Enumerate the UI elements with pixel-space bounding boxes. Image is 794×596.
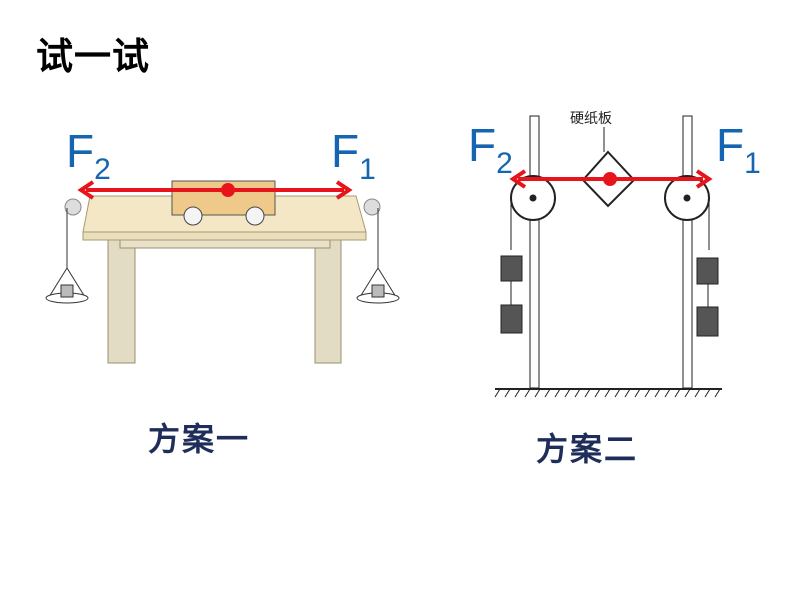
- post-left: [529, 115, 540, 389]
- scheme-one-caption: 方案一: [148, 420, 251, 458]
- table-leg-right: [314, 239, 342, 364]
- weight: [696, 257, 719, 285]
- table-leg-left: [107, 239, 136, 364]
- weight: [500, 304, 523, 334]
- pulley-right: [363, 198, 381, 216]
- force-subscript: 2: [496, 147, 513, 180]
- force-point: [221, 183, 235, 197]
- force-subscript: 1: [744, 147, 761, 180]
- force-label-f1: F1: [716, 122, 761, 187]
- scheme-two-caption: 方案二: [536, 430, 639, 468]
- force-symbol: F: [66, 125, 95, 177]
- weight: [500, 255, 523, 282]
- post-right: [682, 115, 693, 389]
- cart-wheel: [245, 206, 265, 226]
- force-symbol: F: [331, 125, 360, 177]
- pulley-left: [64, 198, 82, 216]
- force-arrow-head-right: [335, 180, 353, 200]
- force-point: [603, 172, 617, 186]
- weight: [696, 306, 719, 337]
- force-label-f2: F2: [66, 128, 111, 193]
- force-symbol: F: [468, 119, 497, 171]
- force-arrow-head-right: [695, 169, 713, 189]
- force-arrow-head-left: [77, 180, 95, 200]
- force-label-f1: F1: [331, 128, 376, 193]
- force-subscript: 1: [359, 153, 376, 186]
- cart-wheel: [183, 206, 203, 226]
- force-label-f2: F2: [468, 122, 513, 187]
- force-subscript: 2: [94, 153, 111, 186]
- slide-title: 试一试: [36, 35, 150, 78]
- force-arrow-head-left: [509, 169, 527, 189]
- post-diagram: [494, 115, 722, 398]
- table-diagram: [45, 180, 400, 364]
- cardboard-label: 硬纸板: [570, 111, 612, 127]
- force-symbol: F: [716, 119, 745, 171]
